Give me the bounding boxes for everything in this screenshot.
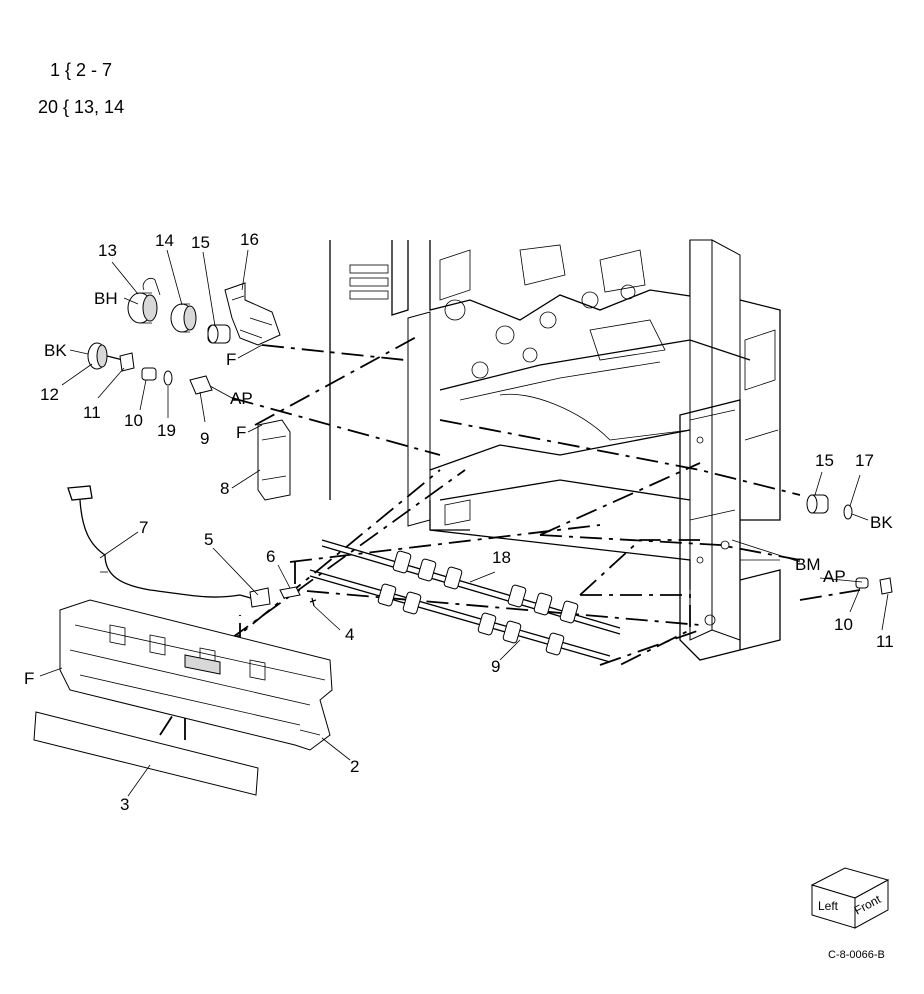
part-3-sheet (33, 711, 259, 796)
figure-id: C-8-0066-B (828, 949, 885, 961)
callout-12: 12 (40, 385, 59, 404)
part-7-harness (67, 485, 259, 601)
legend-line-2: 20 { 13, 14 (38, 97, 124, 117)
callout-bh: BH (94, 289, 118, 308)
callout-4: 4 (345, 625, 354, 644)
callout-8: 8 (220, 479, 229, 498)
callouts: 13 14 15 16 BH F BK 12 11 10 19 9 AP F 8… (24, 230, 894, 814)
part-15-gear-right (806, 494, 829, 514)
callout-16: 16 (240, 230, 259, 249)
legend-line-1: 1 { 2 - 7 (50, 60, 112, 80)
part-16-bracket (224, 282, 281, 346)
callout-bm: BM (795, 555, 821, 574)
part-13-clutch (127, 277, 161, 324)
part-10-bushing-right (855, 577, 869, 589)
callout-9-small: 9 (200, 429, 209, 448)
callout-11-right: 11 (876, 632, 894, 651)
part-2-chute (59, 599, 333, 751)
part-9-roll (309, 569, 611, 663)
leader-lines (39, 249, 889, 797)
cube-left-label: Left (818, 899, 839, 913)
callout-f-mid: F (236, 423, 246, 442)
callout-17: 17 (855, 451, 874, 470)
callout-f-left: F (24, 669, 34, 688)
callout-ap-left: AP (230, 389, 253, 408)
callout-ap-right: AP (823, 567, 846, 586)
part-4-screw (309, 597, 317, 607)
part-9-holder (189, 375, 213, 395)
callout-bk-right: BK (870, 513, 893, 532)
callout-10: 10 (124, 411, 143, 430)
callout-6: 6 (266, 547, 275, 566)
callout-15: 15 (191, 233, 210, 252)
callout-bk-left: BK (44, 341, 67, 360)
callout-3: 3 (120, 795, 129, 814)
part-11-bearing-right (879, 577, 893, 595)
callout-13: 13 (98, 241, 117, 260)
part-8-guide (257, 419, 291, 501)
part-6-clip (279, 586, 301, 599)
callout-7: 7 (139, 518, 148, 537)
part-14-clutch (170, 303, 197, 333)
part-19-ring (163, 370, 173, 386)
callout-10-right: 10 (834, 615, 853, 634)
callout-f-top: F (226, 350, 236, 369)
callout-19: 19 (157, 421, 176, 440)
callout-15-right: 15 (815, 451, 834, 470)
callout-2: 2 (350, 757, 359, 776)
callout-9-roll: 9 (491, 657, 500, 676)
part-10-bushing (141, 367, 157, 381)
callout-5: 5 (204, 530, 213, 549)
part-17-ring (843, 504, 853, 520)
main-frame (329, 239, 781, 661)
part-12-gear (87, 342, 124, 370)
part-15-gear-upper (207, 324, 231, 344)
part-18-roll (321, 539, 621, 635)
part-5-connector (249, 587, 271, 608)
part-11-bearing (119, 352, 135, 372)
callout-18: 18 (492, 548, 511, 567)
callout-11: 11 (83, 403, 101, 422)
orientation-cube: Left Front (810, 867, 890, 929)
callout-14: 14 (155, 231, 174, 250)
